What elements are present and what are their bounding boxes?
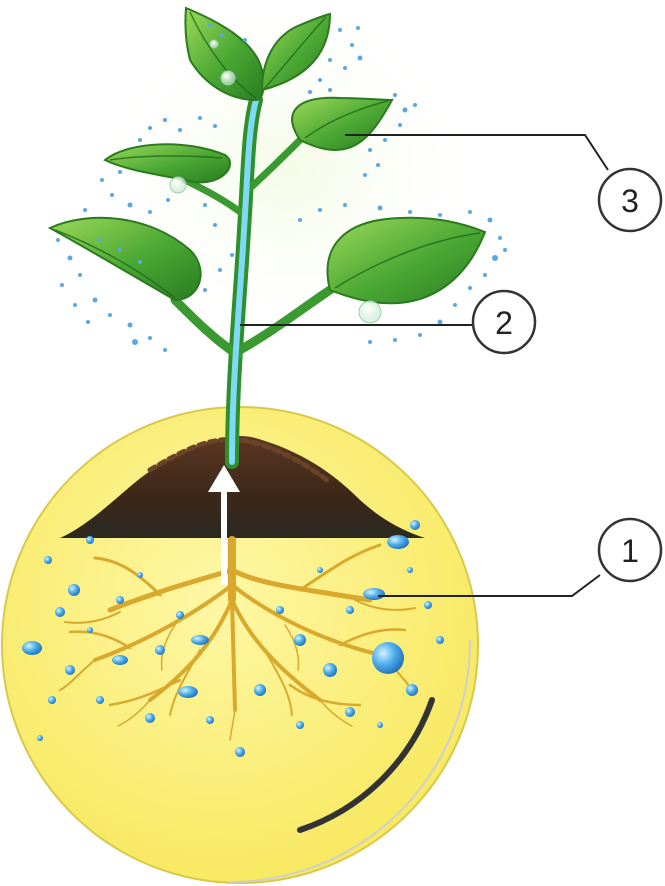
callout-2: 2 <box>473 291 535 353</box>
callout-1-number: 1 <box>621 533 639 569</box>
callout-1: 1 <box>599 519 661 581</box>
callout-3-number: 3 <box>621 183 639 219</box>
ground-section <box>2 407 478 883</box>
callout-2-number: 2 <box>495 305 513 341</box>
leaf-lower-right <box>328 218 485 303</box>
callout-3: 3 <box>599 169 661 231</box>
